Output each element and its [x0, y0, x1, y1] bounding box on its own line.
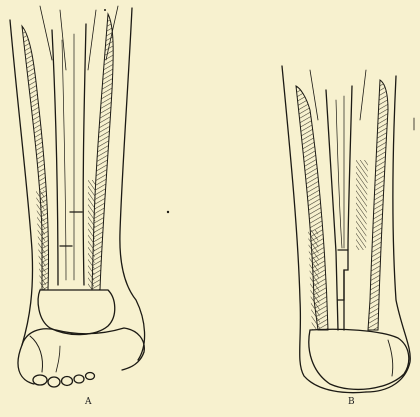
- panel-b-drawing: [282, 66, 414, 393]
- panel-a-heel: [38, 290, 115, 335]
- panel-a-foot-crease: [30, 336, 43, 372]
- panel-b-tendon-sheath-right: [368, 80, 388, 330]
- speck-mark: [167, 211, 169, 213]
- panel-a-drawing: [10, 6, 145, 387]
- panel-a-toe-3: [62, 377, 73, 386]
- panel-b-tendon-step-cut: [338, 250, 348, 300]
- panel-a-toe-2: [48, 377, 60, 387]
- panel-a-tendon-left-edge: [52, 30, 58, 285]
- panel-a-leg-outline-right: [120, 8, 145, 360]
- panel-b-heel: [309, 329, 409, 389]
- panel-b-fiber-top-1: [310, 70, 318, 120]
- panel-a-foot-line: [56, 346, 60, 372]
- panel-a-fiber-top-2: [60, 10, 66, 70]
- panel-b-leg-outline-left: [282, 66, 366, 393]
- panel-a-toe-4: [74, 375, 84, 383]
- panel-a-tendon-sheath-right: [92, 14, 113, 290]
- panel-a-tendon-fiber-1: [62, 40, 66, 280]
- panel-b-fiber-top-2: [360, 70, 366, 120]
- panel-a-toe-1: [33, 375, 47, 385]
- panel-a-fiber-top-1: [40, 6, 52, 60]
- panel-b-tendon-fiber-1: [336, 100, 342, 248]
- panel-b-label: B: [348, 397, 355, 407]
- panel-b-shading-lower-left: [308, 230, 320, 330]
- panel-b-tendon-right-edge-upper: [348, 86, 352, 250]
- panel-a-toe-5: [86, 373, 95, 380]
- panel-b-shading-mid-right: [356, 160, 368, 250]
- panel-b-tendon-left-edge: [326, 90, 338, 330]
- panel-a-fiber-top-3: [88, 10, 96, 70]
- panel-a-tendon-right-edge: [83, 24, 86, 285]
- panel-a-foot-upper: [22, 328, 144, 370]
- panel-b-heel-contour: [388, 340, 393, 376]
- speck-mark-top: [104, 9, 106, 11]
- panel-a-label: A: [85, 397, 92, 407]
